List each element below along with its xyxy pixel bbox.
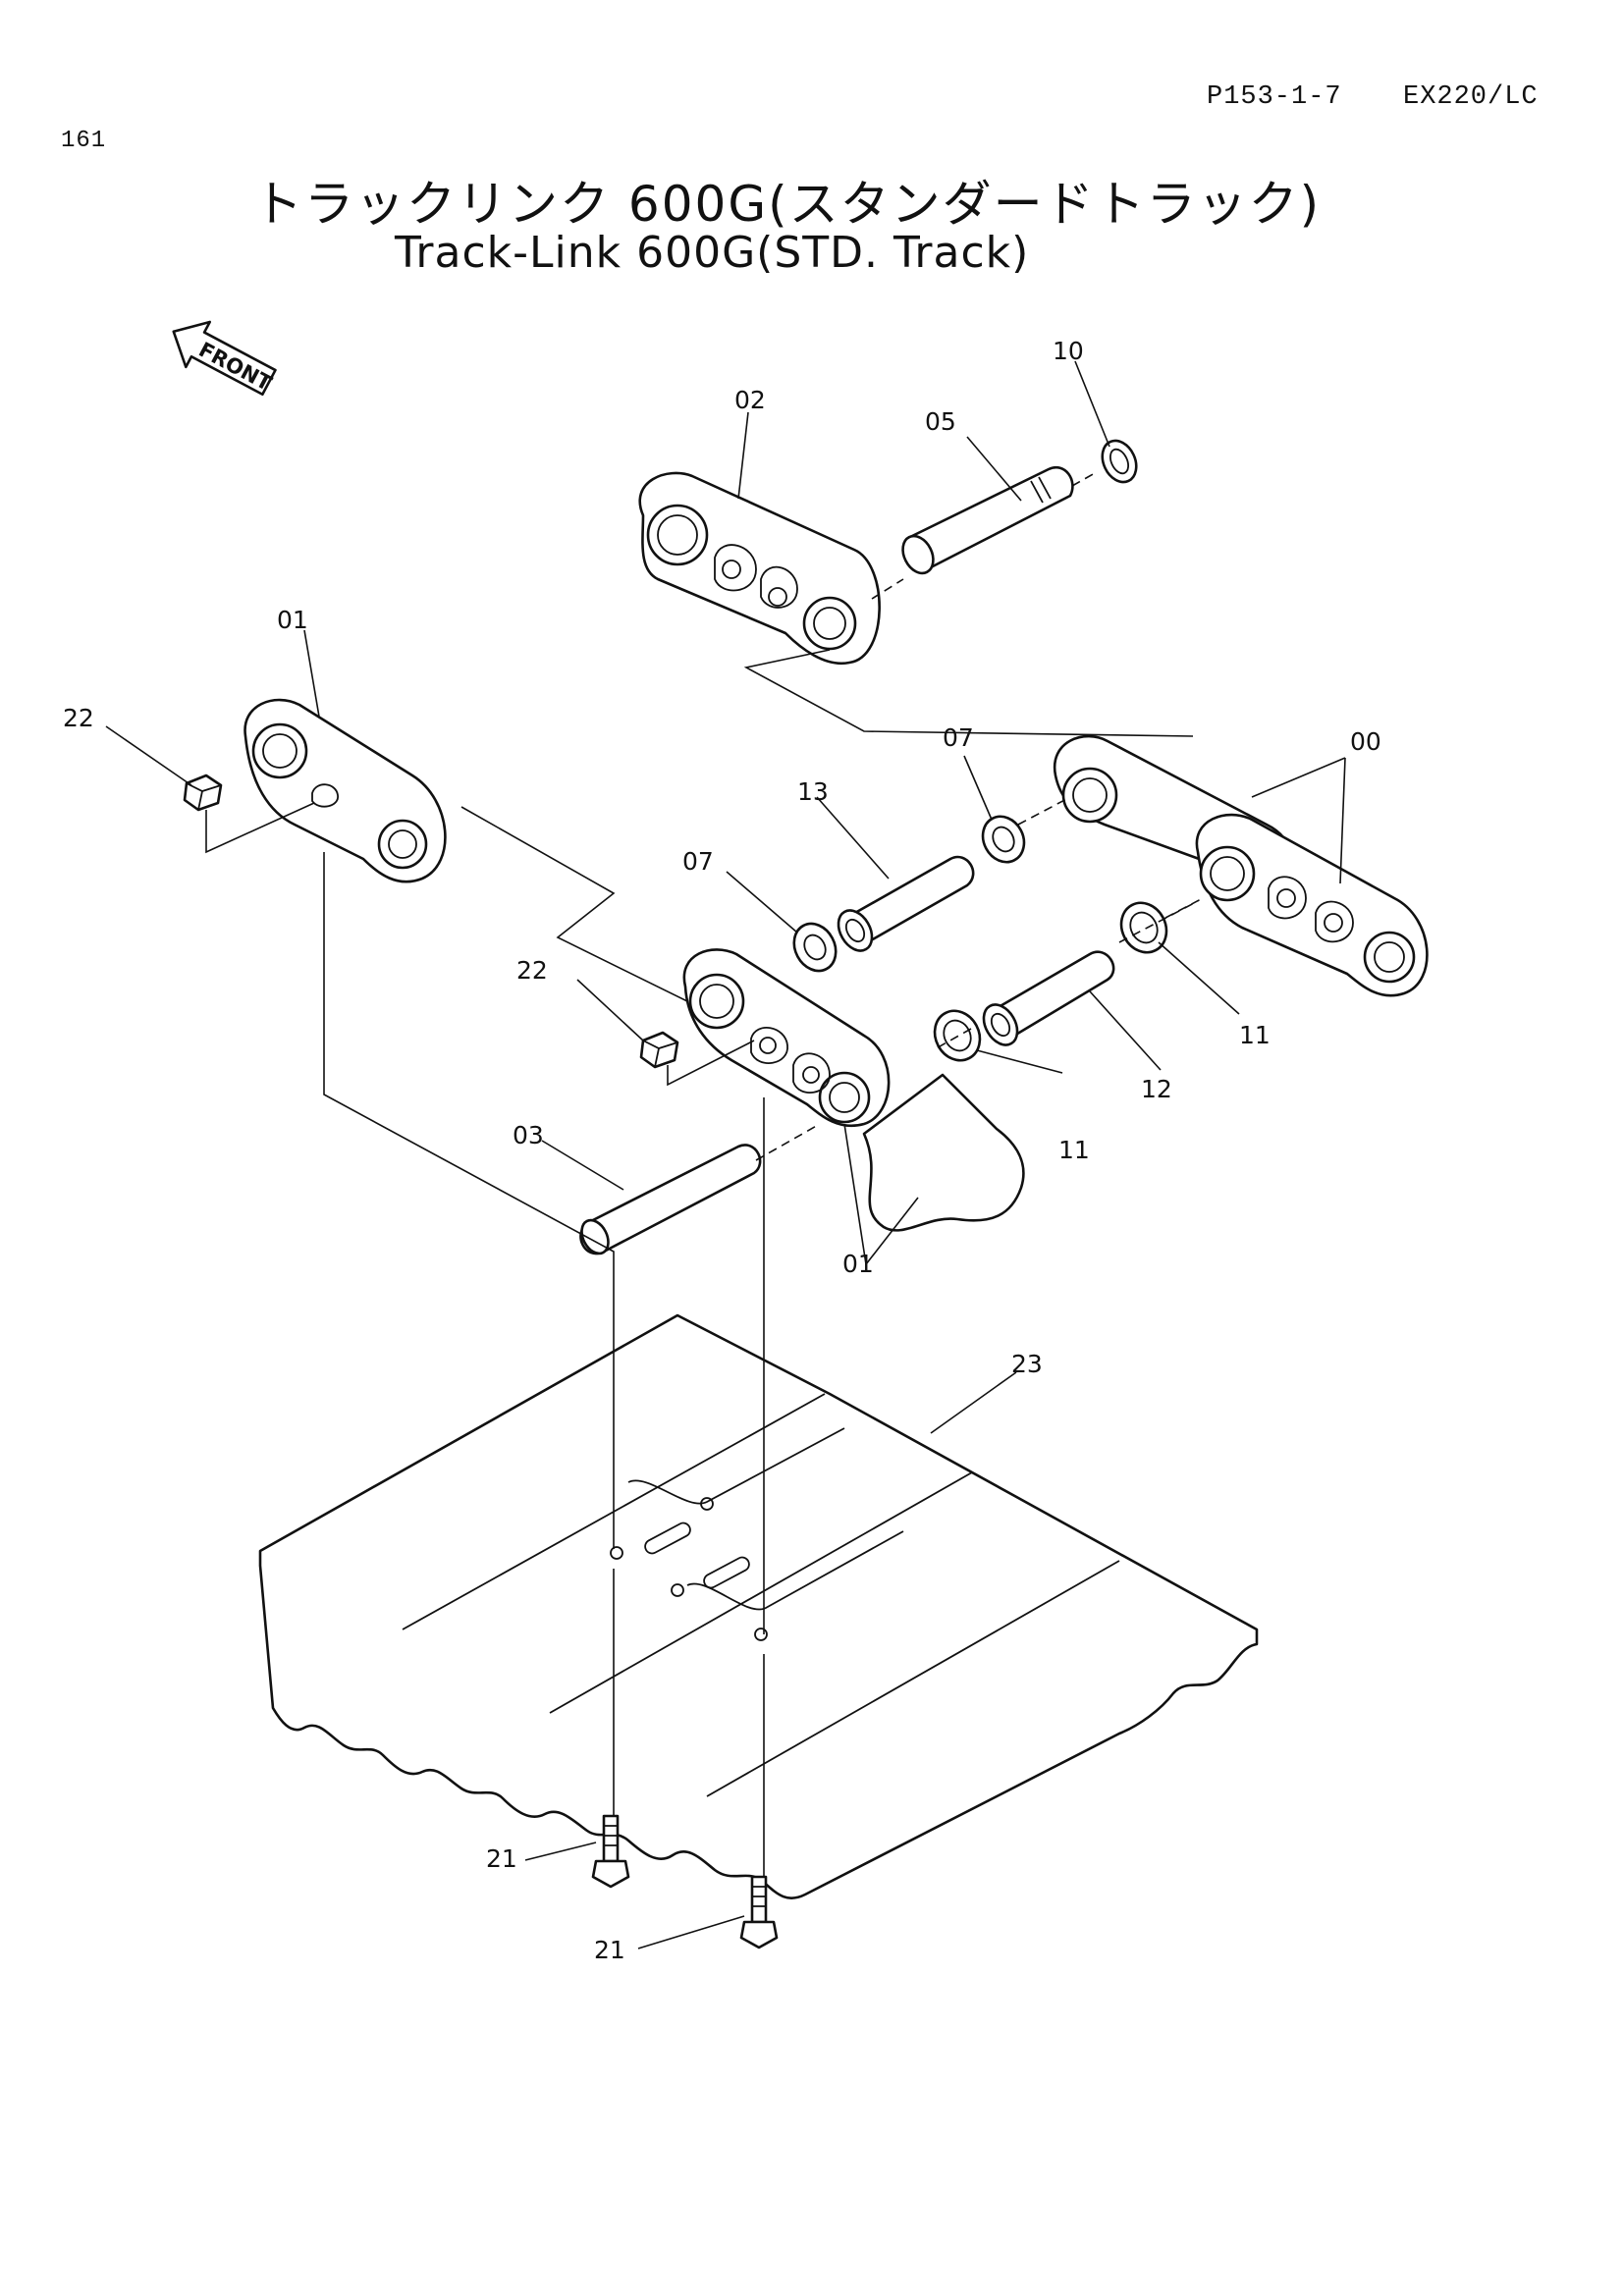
- callout-21-lower: 21: [594, 1936, 625, 1964]
- callout-10: 10: [1053, 337, 1084, 365]
- callout-leaders: [105, 360, 1346, 1949]
- callout-01-upper: 01: [277, 606, 308, 634]
- callout-labels: 10 05 02 01 22 00 07 13 07 22 11 12 11 0…: [63, 337, 1381, 1964]
- snap-ring: [1101, 439, 1138, 484]
- callout-22-left: 22: [63, 704, 94, 732]
- callout-12: 12: [1141, 1075, 1172, 1103]
- front-arrow-icon: FRONT: [172, 320, 277, 396]
- track-shoe-plates: [258, 1313, 1259, 1899]
- bushing-lower: [982, 950, 1115, 1046]
- callout-23: 23: [1011, 1350, 1043, 1378]
- callout-22-mid: 22: [516, 956, 548, 985]
- callout-02: 02: [734, 386, 766, 414]
- title-english: Track-Link 600G(STD. Track): [395, 228, 1030, 278]
- track-link-middle: [682, 948, 1025, 1232]
- shoe-bolt-lower: [739, 1875, 779, 1949]
- seal-spacer-lower: [792, 922, 838, 973]
- callout-01-lower: 01: [842, 1250, 874, 1278]
- shoe-bolt-upper: [591, 1814, 630, 1889]
- track-link-left: [243, 698, 447, 883]
- title-japanese: トラックリンク 600G(スタンダードトラック): [253, 176, 1322, 233]
- callout-21-upper: 21: [486, 1844, 517, 1873]
- shoe-nut-left: [183, 774, 223, 812]
- callout-07-upper: 07: [943, 723, 974, 752]
- bushing-upper: [837, 855, 975, 952]
- shoe-nut-middle: [639, 1031, 679, 1069]
- model-code: EX220/LC: [1403, 82, 1539, 112]
- track-link-assembly-right: [1053, 734, 1429, 997]
- track-link-upper: [638, 471, 881, 666]
- callout-13: 13: [797, 777, 829, 806]
- track-pin: [579, 1123, 821, 1255]
- callout-03: 03: [513, 1121, 544, 1149]
- callout-07-lower: 07: [682, 847, 714, 876]
- callout-00: 00: [1350, 727, 1381, 756]
- seal-spacer-upper: [981, 815, 1026, 864]
- assembly-guide-lines: [205, 649, 1204, 1877]
- callout-11-right: 11: [1239, 1021, 1271, 1049]
- callout-11-lower: 11: [1058, 1136, 1090, 1164]
- dust-seal-right: [1119, 901, 1168, 954]
- page-number: 161: [61, 128, 107, 154]
- callout-05: 05: [925, 407, 956, 436]
- reference-code: P153-1-7: [1207, 82, 1342, 112]
- master-pin: [871, 465, 1096, 600]
